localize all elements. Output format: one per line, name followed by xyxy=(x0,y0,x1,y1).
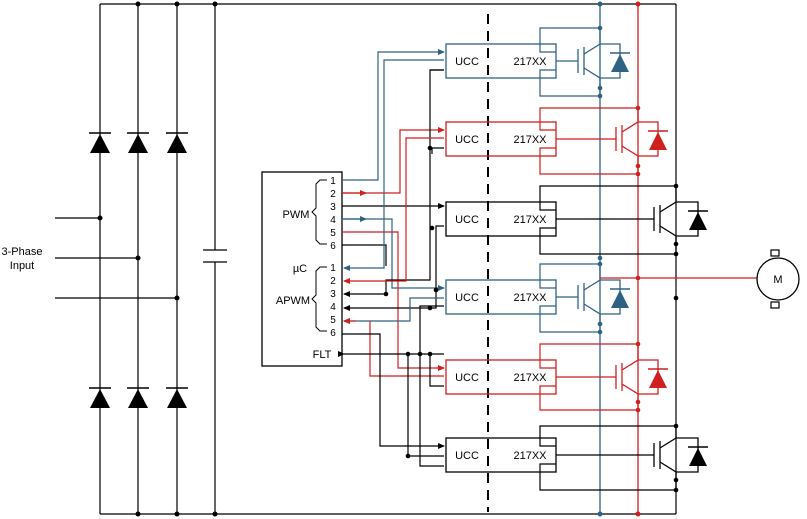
diode-icon xyxy=(90,134,110,153)
apwm-pin-6: 6 xyxy=(330,328,336,339)
signal-wiring xyxy=(338,49,445,467)
diode-icon xyxy=(611,54,629,72)
driver-1-right: 217XX xyxy=(513,56,547,68)
pwm-pin-5: 5 xyxy=(330,228,336,239)
diode-icon xyxy=(90,389,110,408)
driver-output-wiring xyxy=(539,27,676,491)
diode-icon xyxy=(649,370,667,388)
rectifier xyxy=(55,3,677,515)
signal-junctions xyxy=(383,145,439,459)
controller-brackets xyxy=(311,179,327,332)
apwm-pin-4: 4 xyxy=(330,302,336,313)
driver-5-right: 217XX xyxy=(513,372,547,384)
motor-icon xyxy=(756,257,800,301)
pwm-pin-6: 6 xyxy=(330,241,336,252)
phase-input-label: 3-Phase Input xyxy=(2,246,43,272)
diode-icon xyxy=(649,132,667,150)
diode-icon xyxy=(128,134,148,153)
controller-labels: PWM µC APWM FLT 1 2 3 4 5 6 1 2 3 4 5 6 xyxy=(276,176,336,361)
uc-label: µC xyxy=(293,263,307,275)
diode-icon xyxy=(167,389,187,408)
driver-6-right: 217XX xyxy=(513,450,547,462)
apwm-pin-2: 2 xyxy=(330,276,336,287)
bus-junctions xyxy=(597,1,641,517)
pwm-pin-3: 3 xyxy=(330,202,336,213)
igbt-cells xyxy=(577,28,708,490)
motor-label: M xyxy=(773,274,782,286)
microcontroller-block xyxy=(261,171,343,367)
driver-5-left: UCC xyxy=(455,372,479,384)
igbt-icon xyxy=(577,264,621,332)
rectifier-diodes xyxy=(89,1,218,517)
phase-buses xyxy=(599,4,639,514)
driver-2-left: UCC xyxy=(455,134,479,146)
diode-icon xyxy=(128,389,148,408)
apwm-label: APWM xyxy=(276,295,310,307)
igbt-icon xyxy=(653,186,699,254)
igbt-icon xyxy=(615,344,659,410)
diode-icon xyxy=(689,212,707,230)
driver-labels: UCC 217XX UCC 217XX UCC 217XX UCC 217XX … xyxy=(455,56,547,462)
motor: M xyxy=(600,249,800,309)
driver-3-right: 217XX xyxy=(513,214,547,226)
pwm-pin-1: 1 xyxy=(330,176,336,187)
driver-2-right: 217XX xyxy=(513,134,547,146)
apwm-pin-1: 1 xyxy=(330,263,336,274)
igbt-junctions xyxy=(597,25,679,493)
driver-1-left: UCC xyxy=(455,56,479,68)
diode-icon xyxy=(167,134,187,153)
driver-4-left: UCC xyxy=(455,292,479,304)
diode-icon xyxy=(689,448,707,466)
driver-6-left: UCC xyxy=(455,450,479,462)
flt-label: FLT xyxy=(313,349,332,361)
driver-4-right: 217XX xyxy=(513,292,547,304)
apwm-pin-5: 5 xyxy=(330,315,336,326)
apwm-pin-3: 3 xyxy=(330,289,336,300)
pwm-pin-4: 4 xyxy=(330,215,336,226)
phase-input-label-line1: 3-Phase xyxy=(2,246,43,258)
pwm-label: PWM xyxy=(283,209,310,221)
driver-3-left: UCC xyxy=(455,214,479,226)
diode-icon xyxy=(611,290,629,308)
igbt-icon xyxy=(577,28,621,96)
phase-input-label-line2: Input xyxy=(10,260,34,272)
pwm-pin-2: 2 xyxy=(330,189,336,200)
